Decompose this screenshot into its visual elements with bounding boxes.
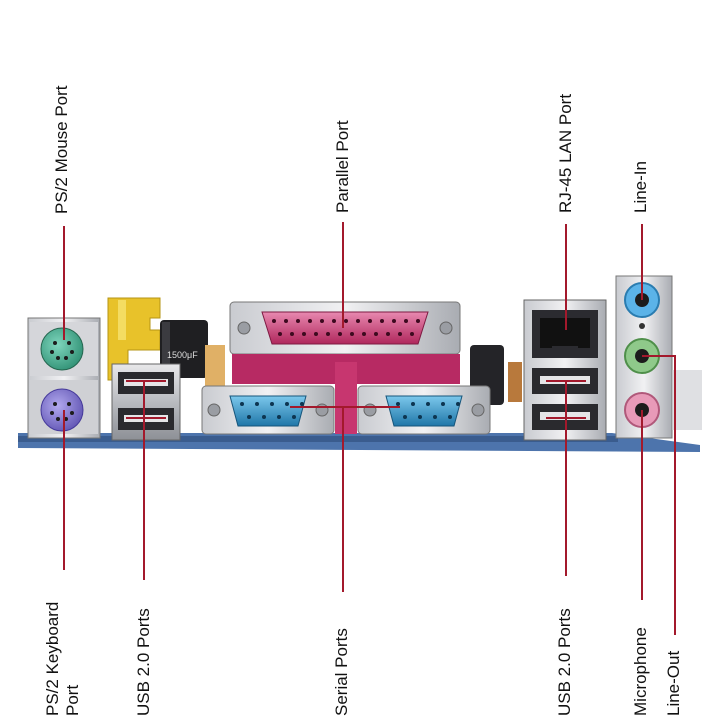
parallel-pin <box>410 332 414 336</box>
label-ps2-mouse: PS/2 Mouse Port <box>52 85 71 214</box>
serial-pin <box>396 402 400 406</box>
parallel-pin <box>344 319 348 323</box>
serial-pin <box>285 402 289 406</box>
serial-port-left-connector <box>229 395 307 427</box>
serial-pin <box>247 415 251 419</box>
label-ps2-keyboard-line1: PS/2 Keyboard <box>43 601 62 716</box>
leader-usb-right-bottom <box>546 417 586 419</box>
parallel-pin <box>392 319 396 323</box>
label-line-out: Line-Out <box>664 650 683 716</box>
leader-ps2-mouse <box>63 226 65 340</box>
serial-pin <box>433 415 437 419</box>
serial-pin <box>240 402 244 406</box>
parallel-pin <box>320 319 324 323</box>
leader-microphone <box>641 410 643 600</box>
parallel-pin <box>284 319 288 323</box>
ps2-keyboard-connector <box>40 388 84 432</box>
leader-serial-horizontal <box>290 406 400 408</box>
parallel-pin <box>416 319 420 323</box>
parallel-pin <box>380 319 384 323</box>
parallel-pin <box>398 332 402 336</box>
serial-pin <box>270 402 274 406</box>
parallel-pin <box>386 332 390 336</box>
label-microphone: Microphone <box>631 627 650 716</box>
leader-ps2-keyboard <box>63 410 65 570</box>
label-usb-left: USB 2.0 Ports <box>134 608 153 716</box>
leader-serial <box>342 406 344 592</box>
leader-parallel <box>342 222 344 328</box>
serial-pin <box>426 402 430 406</box>
parallel-pin <box>356 319 360 323</box>
serial-pin <box>403 415 407 419</box>
serial-pin <box>277 415 281 419</box>
parallel-pin <box>338 332 342 336</box>
parallel-port-connector <box>261 311 429 345</box>
parallel-pin <box>272 319 276 323</box>
label-line-in: Line-In <box>631 161 650 213</box>
parallel-pin <box>314 332 318 336</box>
leader-line-out-horizontal <box>642 355 676 357</box>
leader-line-in <box>641 224 643 300</box>
leader-usb-right-top <box>546 380 586 382</box>
leader-usb-left <box>143 380 145 580</box>
label-serial-ports: Serial Ports <box>332 628 351 716</box>
serial-pin <box>300 402 304 406</box>
leader-usb-left-bottom <box>126 417 166 419</box>
parallel-pin <box>278 332 282 336</box>
parallel-pin <box>326 332 330 336</box>
parallel-pin <box>362 332 366 336</box>
parallel-pin <box>302 332 306 336</box>
label-ps2-keyboard-line2: Port <box>63 684 82 716</box>
label-rj45-lan-port: RJ-45 LAN Port <box>556 93 575 213</box>
parallel-pin <box>374 332 378 336</box>
serial-pin <box>262 415 266 419</box>
serial-pin <box>456 402 460 406</box>
serial-pin <box>418 415 422 419</box>
parallel-pin <box>332 319 336 323</box>
leader-line-out <box>674 355 676 635</box>
parallel-pin <box>404 319 408 323</box>
parallel-pin <box>308 319 312 323</box>
serial-pin <box>441 402 445 406</box>
parallel-pin <box>368 319 372 323</box>
leader-usb-left-top <box>126 380 166 382</box>
leader-rj45 <box>565 224 567 330</box>
serial-pin <box>411 402 415 406</box>
label-usb-right: USB 2.0 Ports <box>555 608 574 716</box>
parallel-pin <box>290 332 294 336</box>
serial-pin <box>292 415 296 419</box>
ps2-mouse-connector <box>40 327 84 371</box>
parallel-pin <box>350 332 354 336</box>
parallel-pin <box>296 319 300 323</box>
label-parallel-port: Parallel Port <box>333 120 352 213</box>
capacitor-text: 1500μF <box>167 350 198 360</box>
serial-pin <box>448 415 452 419</box>
leader-usb-right <box>565 380 567 576</box>
serial-pin <box>255 402 259 406</box>
serial-port-right-connector <box>385 395 463 427</box>
